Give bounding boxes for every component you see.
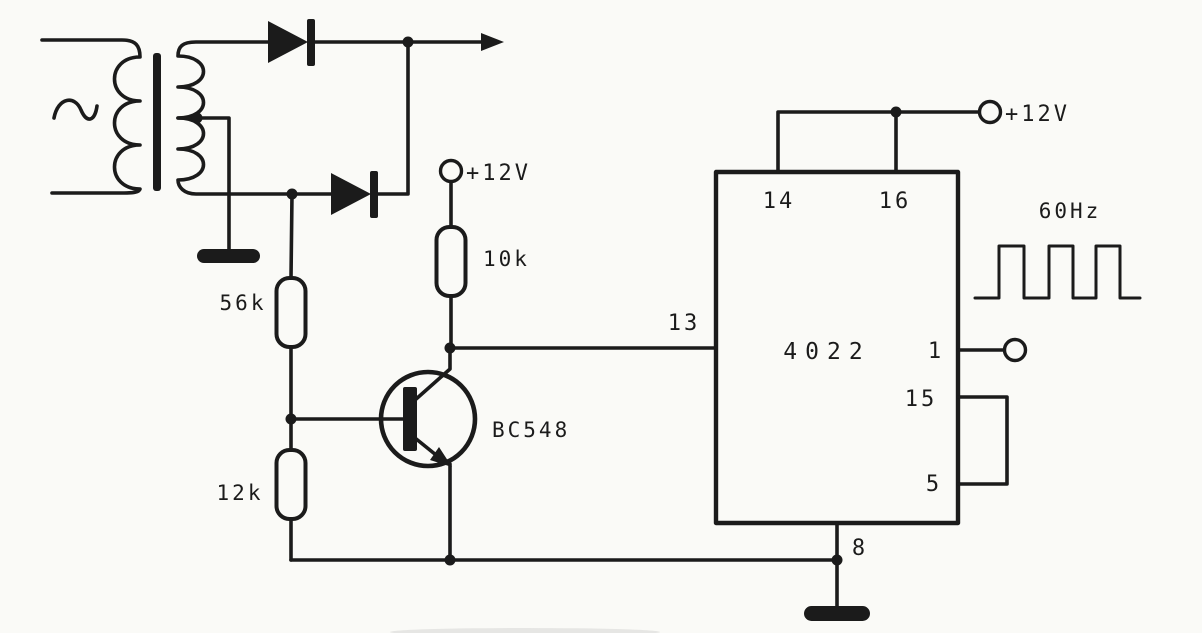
ic-name-label: 4022 xyxy=(783,339,870,365)
transistor-base-bar xyxy=(403,387,417,451)
vcc-label-transistor: +12V xyxy=(466,161,531,186)
rectifier xyxy=(268,19,504,218)
ic-pin5-label: 5 xyxy=(926,472,942,497)
ic-pin16-label: 16 xyxy=(879,189,912,214)
resistor-12k-body xyxy=(274,448,308,521)
junction-ic-vcc xyxy=(890,106,902,118)
junction-center-tap xyxy=(191,112,203,124)
resistor-10k-body xyxy=(434,225,468,298)
bias-divider: 56k 12k xyxy=(217,192,308,562)
frequency-label: 60Hz xyxy=(1039,199,1102,223)
ac-source-icon xyxy=(52,98,99,121)
ground-symbol-ic xyxy=(804,606,870,621)
resistor-12k-label: 12k xyxy=(217,481,264,505)
ic-pin14-label: 14 xyxy=(763,189,796,214)
resistor-56k-body xyxy=(274,276,308,349)
ic-pin13-label: 13 xyxy=(668,311,701,336)
output-terminal xyxy=(1002,337,1028,363)
transformer-core xyxy=(153,53,161,191)
junction-pin8-rail xyxy=(831,554,843,566)
diode-bottom-cathode-bar xyxy=(370,171,378,218)
ground-rail xyxy=(289,554,839,566)
resistor-56k-label: 56k xyxy=(220,291,267,315)
junction-emitter-rail xyxy=(444,554,456,566)
wire-collector xyxy=(413,346,452,402)
ic-body xyxy=(713,169,961,526)
transformer-primary-winding xyxy=(40,38,142,195)
transistor-bc548: BC548 xyxy=(289,346,570,562)
diode-bottom-icon xyxy=(331,173,371,215)
ic-pin8-label: 8 xyxy=(852,536,868,561)
diode-top-icon xyxy=(268,21,308,63)
ic-4022: 13 4022 14 16 1 15 5 8 +12V xyxy=(448,99,1070,621)
vcc-label-ic: +12V xyxy=(1005,102,1070,127)
ic-pin15-label: 15 xyxy=(905,387,938,412)
ground-symbol-transformer xyxy=(197,249,260,263)
vcc-terminal-transistor xyxy=(438,158,464,184)
collector-branch: +12V 10k xyxy=(434,158,531,354)
diode-top-cathode-bar xyxy=(307,19,315,66)
transformer xyxy=(40,38,333,252)
emitter-arrowhead xyxy=(430,447,452,467)
square-wave-icon xyxy=(973,244,1142,300)
resistor-10k-label: 10k xyxy=(483,247,530,271)
wire-diode-bottom-out xyxy=(376,40,410,196)
wire-56k-top xyxy=(289,192,294,280)
wire-pin15-pin5-jumper xyxy=(956,395,1009,486)
wire-pins14-16-vcc xyxy=(776,110,981,174)
output-signal: 60Hz xyxy=(973,199,1142,300)
ic-pin1-label: 1 xyxy=(928,339,944,364)
junction-dc-rail xyxy=(402,36,414,48)
scan-artifact xyxy=(390,628,660,633)
transistor-label: BC548 xyxy=(492,418,570,442)
vcc-terminal-ic xyxy=(977,99,1003,125)
dc-output-arrowhead xyxy=(481,33,504,51)
